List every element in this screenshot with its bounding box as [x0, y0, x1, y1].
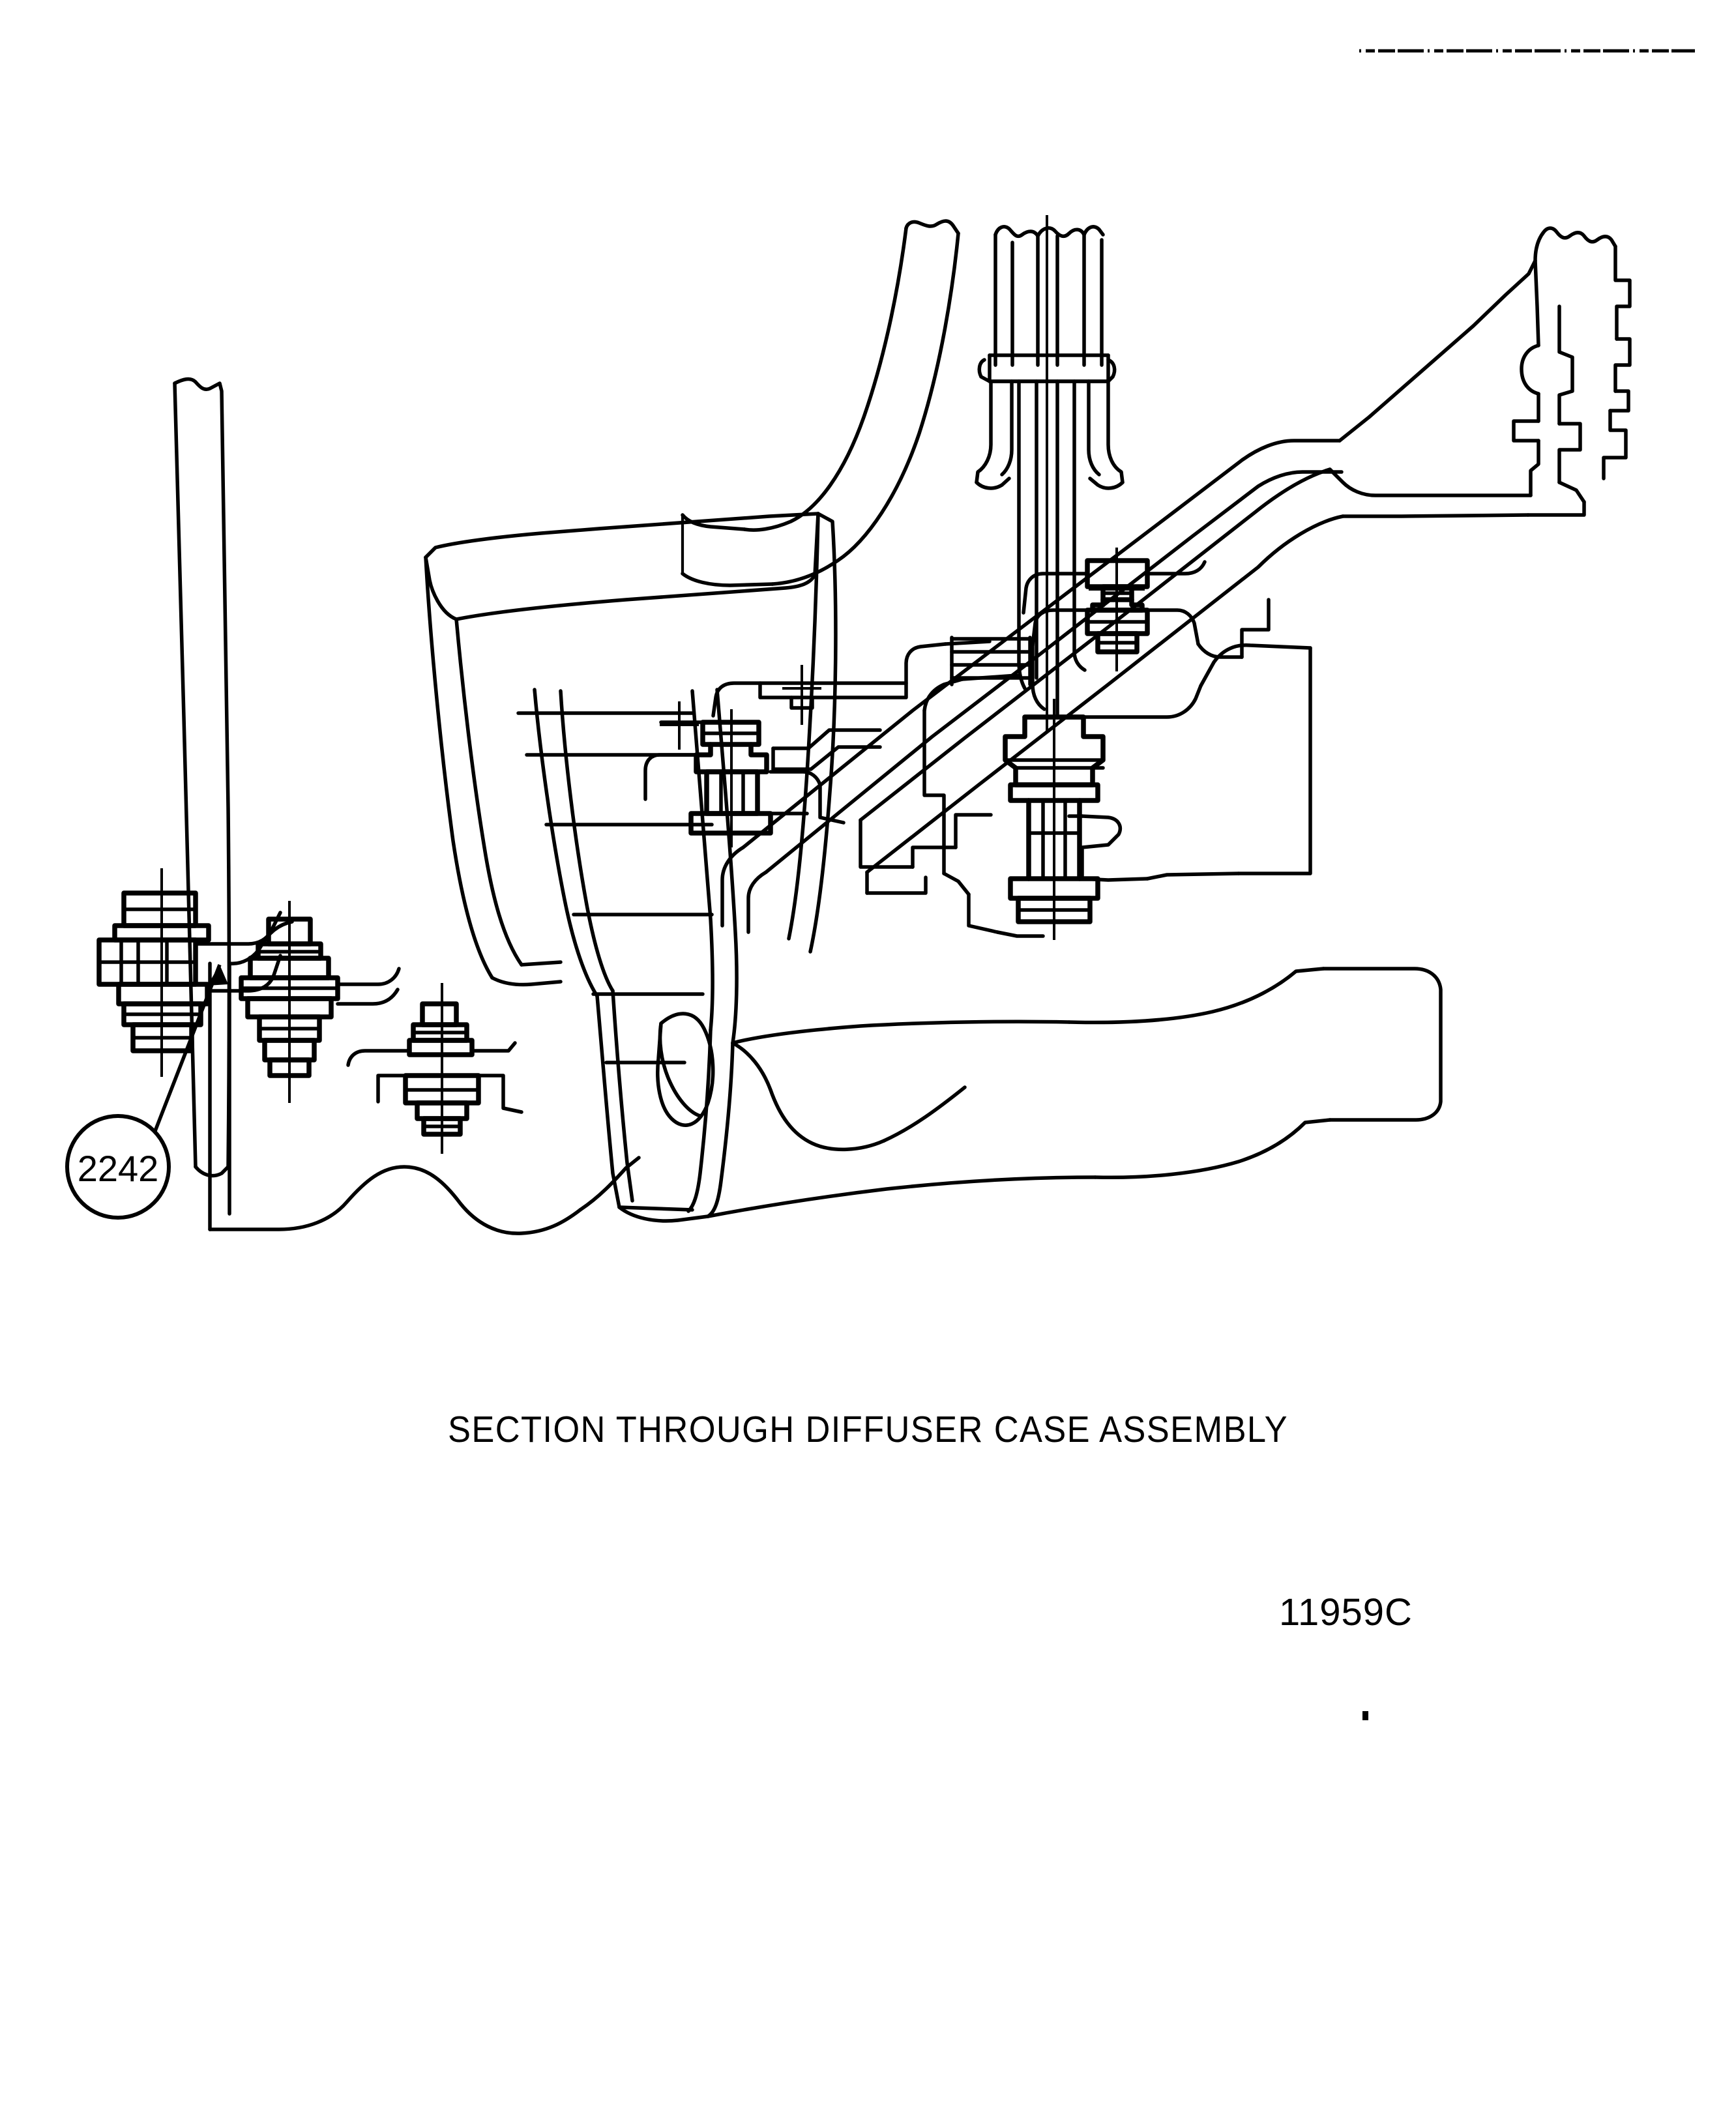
bolt-center-large	[1003, 699, 1106, 940]
bolt-left-small	[346, 983, 523, 1154]
mid-bracket-assembly	[859, 643, 1312, 938]
callout-label: 2242	[78, 1148, 159, 1189]
inner-vane-section	[656, 1012, 715, 1127]
turbine-outer-case	[859, 226, 1632, 874]
bolt-left-inner	[239, 901, 401, 1103]
bolt-left-outer	[96, 868, 282, 1077]
combustor-inner-liner	[516, 688, 739, 1223]
inner-case-wavy-profile-right	[578, 1041, 967, 1212]
air-duct-rail	[771, 728, 882, 771]
scan-artifact-speck	[1362, 1711, 1368, 1720]
fuel-nozzle-strut	[975, 215, 1125, 731]
bolt-upper-right	[1022, 548, 1271, 711]
flange-plate-details	[659, 588, 1145, 750]
bolt-inner-wall-upper	[643, 709, 846, 847]
callout-balloon-2242[interactable]: 2242	[65, 964, 228, 1220]
combustor-case-upper-contour	[681, 219, 960, 587]
figure-number: 11959C	[1279, 1591, 1413, 1634]
diffuser-outer-wall	[424, 512, 838, 987]
turbine-nozzle-vane	[706, 967, 1443, 1218]
outer-case-diagonal-arm	[720, 439, 1344, 934]
inner-case-wavy-profile	[208, 920, 582, 1235]
figure-caption: SECTION THROUGH DIFFUSER CASE ASSEMBLY	[448, 1409, 1288, 1450]
